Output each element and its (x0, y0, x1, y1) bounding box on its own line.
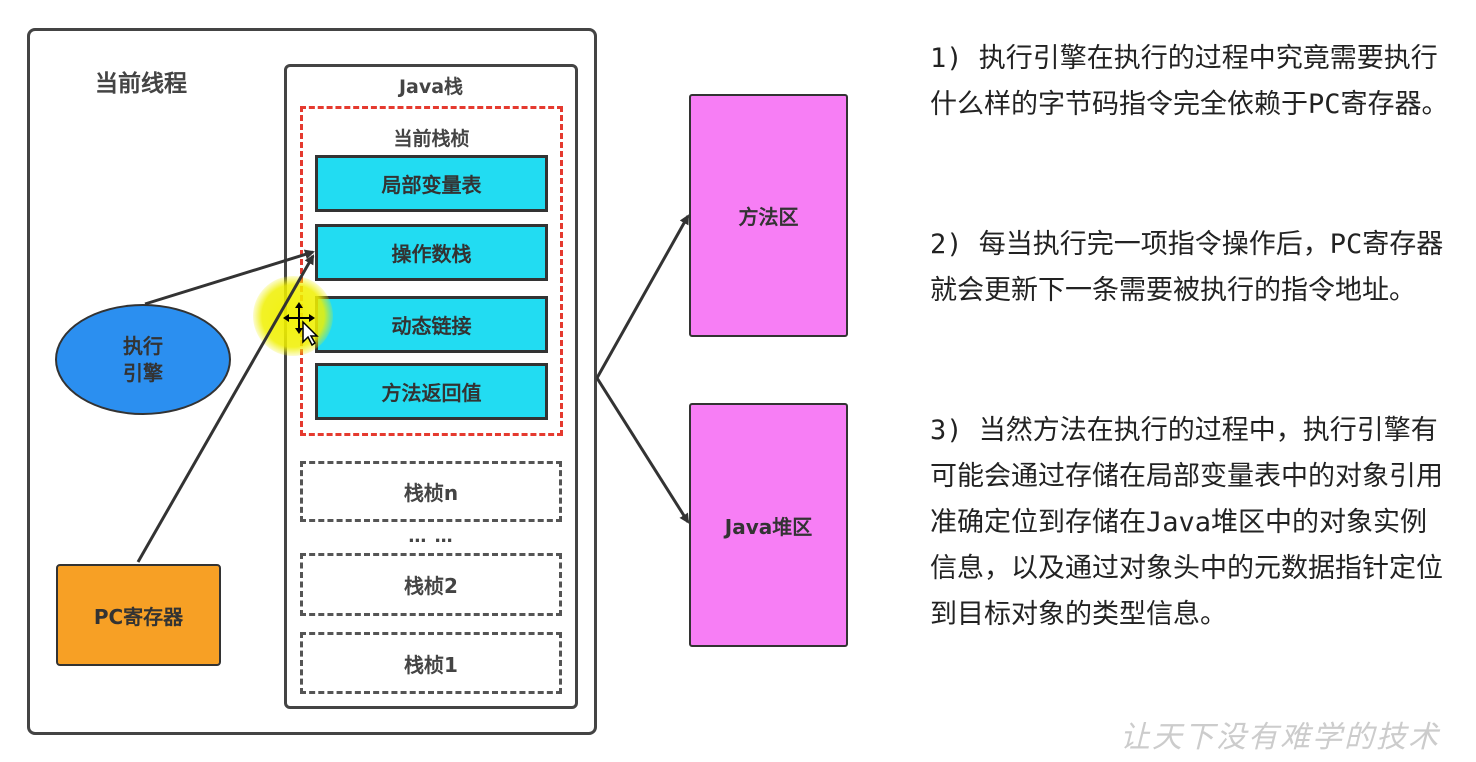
pc-register: PC寄存器 (56, 564, 221, 666)
note-paragraph-3: 3) 当然方法在执行的过程中，执行引擎有可能会通过存储在局部变量表中的对象引用准… (930, 415, 1443, 630)
operand-stack-box: 操作数栈 (315, 224, 548, 281)
method-area: 方法区 (689, 94, 848, 337)
stack-to-heap-arrow (595, 377, 690, 524)
pc-to-operand-stack-arrow (136, 254, 315, 563)
current-frame-title: 当前栈桢 (393, 128, 470, 150)
dynamic-linking-box: 动态链接 (315, 296, 548, 353)
stack-frame-n: 栈桢n (300, 461, 562, 522)
frame-ellipsis: … … (408, 526, 454, 547)
stack-frame-1: 栈桢1 (300, 632, 562, 694)
engine-to-operand-stack-arrow (144, 249, 315, 306)
execution-engine: 执行 引擎 (55, 304, 231, 415)
move-cursor-icon (283, 302, 319, 347)
stack-to-method-area-arrow (595, 214, 690, 379)
current-frame-box (300, 106, 563, 436)
execution-engine-line1: 执行 (123, 333, 163, 358)
local-variables-box: 局部变量表 (315, 155, 548, 212)
java-stack-title: Java栈 (398, 76, 464, 98)
current-thread-title: 当前线程 (95, 71, 187, 97)
note-paragraph-2: 2) 每当执行完一项指令操作后，PC寄存器就会更新下一条需要被执行的指令地址。 (930, 229, 1444, 306)
note-paragraph-1: 1) 执行引擎在执行的过程中究竟需要执行什么样的字节码指令完全依赖于PC寄存器。 (930, 43, 1449, 120)
java-heap: Java堆区 (689, 403, 848, 647)
execution-engine-line2: 引擎 (123, 360, 163, 385)
stack-frame-2: 栈桢2 (300, 553, 562, 616)
return-value-box: 方法返回值 (315, 363, 548, 420)
watermark: 让天下没有难学的技术 (1120, 720, 1440, 755)
